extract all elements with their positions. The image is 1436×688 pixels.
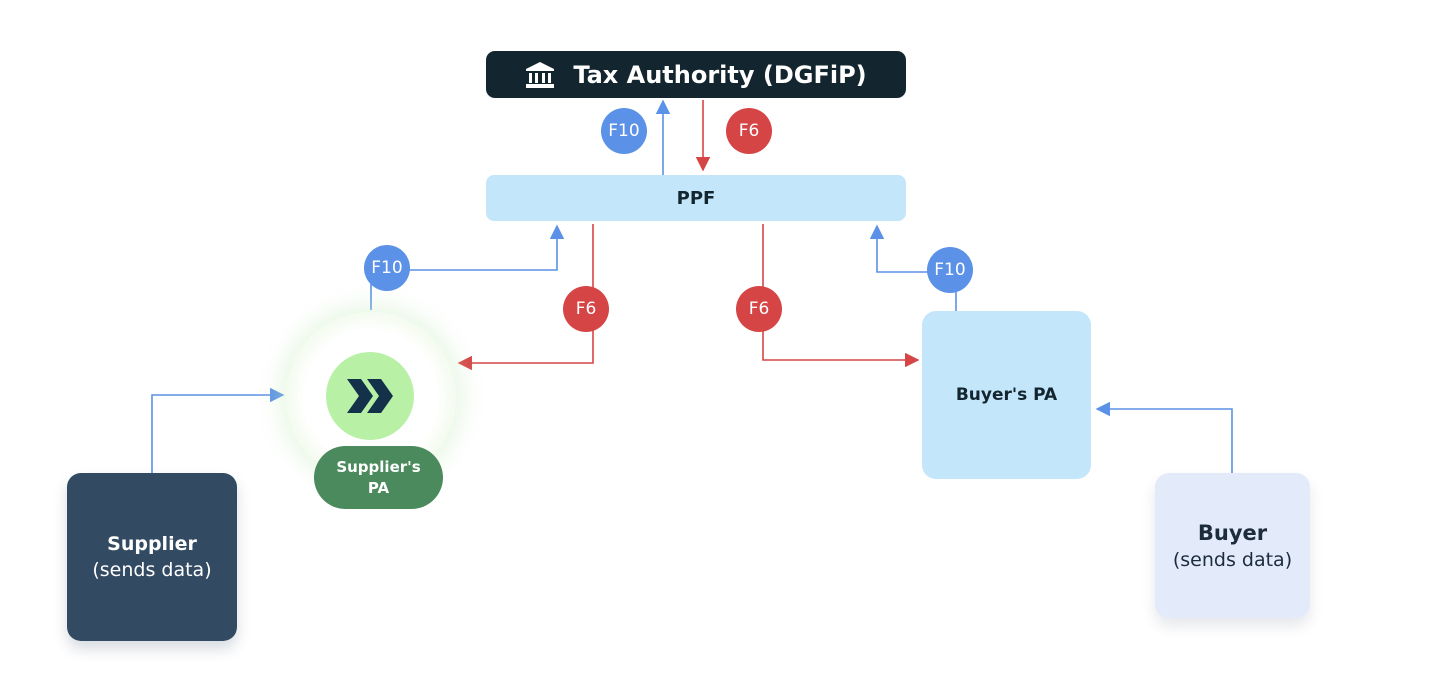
buyers-pa-node: Buyer's PA: [922, 311, 1091, 479]
tax-authority-node: Tax Authority (DGFiP): [486, 51, 906, 98]
line-buyer-to-buyers-pa: [1095, 401, 1233, 473]
badge-f10-top: F10: [601, 108, 647, 154]
buyer-node: Buyer (sends data): [1155, 473, 1310, 618]
badge-f10-right: F10: [927, 247, 973, 293]
ppf-label: PPF: [676, 187, 716, 209]
buyer-title: Buyer: [1197, 520, 1268, 545]
line-f6-ppf-to-supplier-pa: [457, 224, 594, 371]
supplier-pa-text: Supplier's PA: [336, 458, 421, 497]
line-f6-ppf-to-buyers-pa: [762, 224, 920, 368]
bank-icon: [526, 61, 555, 88]
line-supplier-to-supplier-pa: [151, 387, 285, 473]
badge-f6-top: F6: [726, 108, 772, 154]
supplier-node: Supplier (sends data): [67, 473, 237, 641]
supplier-title: Supplier: [107, 533, 197, 555]
line-f10-supplier-pa-to-ppf: [370, 224, 565, 310]
badge-f6-left: F6: [563, 286, 609, 332]
supplier-subtitle: (sends data): [92, 559, 212, 581]
ppf-node: PPF: [486, 175, 906, 221]
supplier-pa-label: Supplier's PA: [314, 446, 443, 509]
buyer-subtitle: (sends data): [1172, 548, 1293, 571]
badge-f10-left: F10: [364, 245, 410, 291]
buyers-pa-label: Buyer's PA: [955, 385, 1058, 405]
tax-authority-label: Tax Authority (DGFiP): [573, 60, 867, 89]
double-chevron-icon: [347, 379, 393, 413]
supplier-pa-logo: [326, 352, 414, 440]
badge-f6-right: F6: [736, 286, 782, 332]
